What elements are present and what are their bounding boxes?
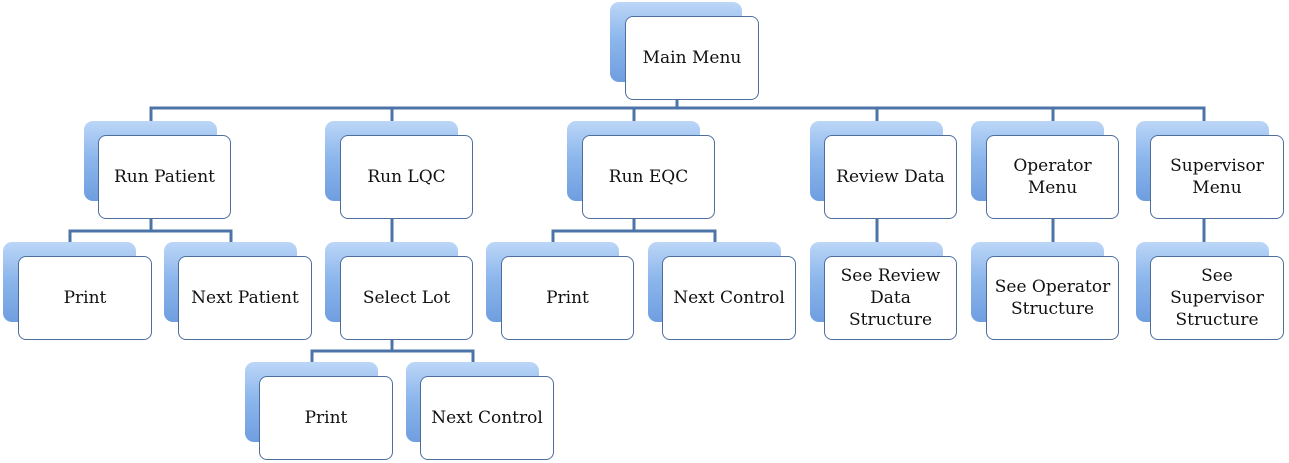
eqc-print-box[interactable]: Print — [501, 256, 634, 340]
operator-menu-box[interactable]: Operator Menu — [986, 135, 1119, 219]
eqc-next-control-box[interactable]: Next Control — [662, 256, 796, 340]
select-lot-box[interactable]: Select Lot — [340, 256, 473, 340]
supervisor-menu-box[interactable]: Supervisor Menu — [1150, 135, 1284, 219]
run-eqc-box[interactable]: Run EQC — [582, 135, 715, 219]
lot-print-box[interactable]: Print — [259, 376, 393, 460]
review-data-box[interactable]: Review Data — [824, 135, 957, 219]
next-patient-box[interactable]: Next Patient — [178, 256, 312, 340]
main-menu-box[interactable]: Main Menu — [625, 16, 759, 100]
see-supervisor-box[interactable]: See Supervisor Structure — [1150, 256, 1284, 340]
lot-next-control-box[interactable]: Next Control — [420, 376, 554, 460]
patient-print-box[interactable]: Print — [18, 256, 152, 340]
run-patient-box[interactable]: Run Patient — [98, 135, 231, 219]
run-lqc-box[interactable]: Run LQC — [340, 135, 473, 219]
see-operator-box[interactable]: See Operator Structure — [986, 256, 1119, 340]
see-review-box[interactable]: See Review Data Structure — [824, 256, 957, 340]
